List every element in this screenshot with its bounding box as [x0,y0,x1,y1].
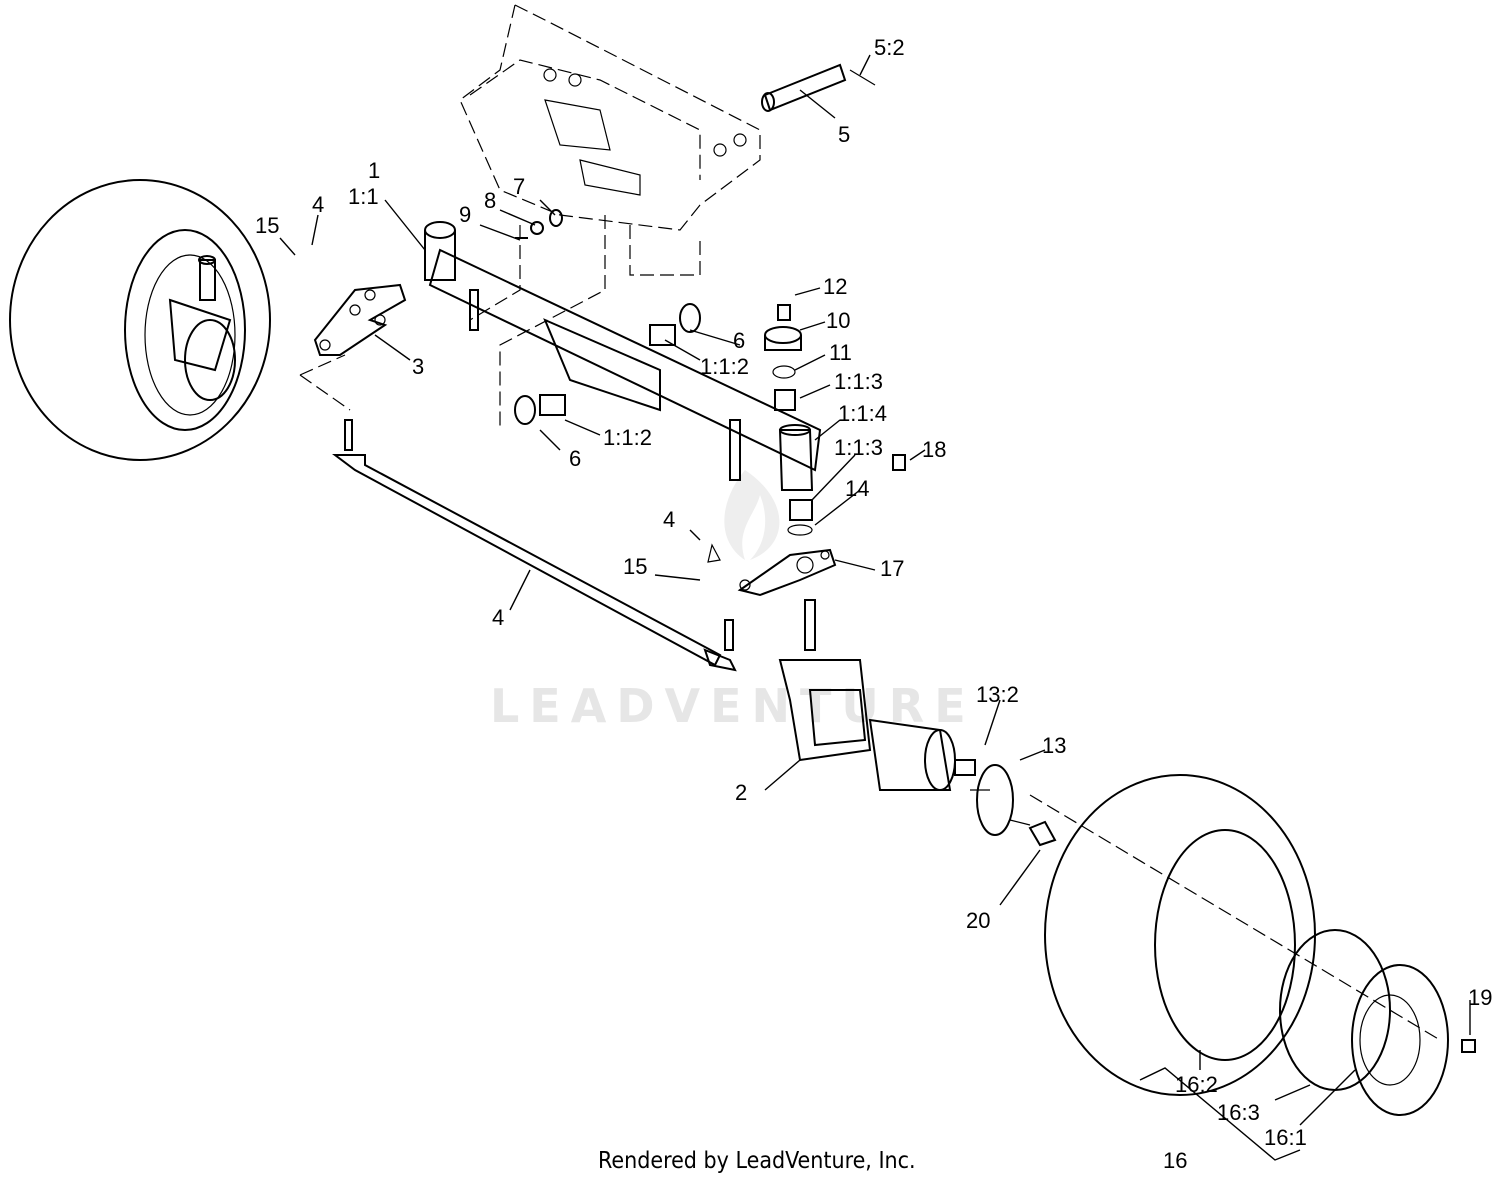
front-axle [424,221,822,481]
watermark: LEADVENTURE [490,470,976,733]
callout-13: 13 [1042,733,1066,758]
tie-rod [332,419,737,672]
small-parts [514,209,906,536]
callout-1-1-4: 1:1:4 [838,401,887,426]
callout-5-2: 5:2 [874,35,905,60]
callout-20: 20 [966,908,990,933]
callout-1-1-2-lower: 1:1:2 [603,425,652,450]
right-wheel [1029,774,1476,1116]
callout-8: 8 [484,188,496,213]
callout-12: 12 [823,274,847,299]
callout-4-left: 4 [312,192,324,217]
left-steering-arm [299,283,407,411]
left-wheel [9,179,271,461]
callout-13-2: 13:2 [976,682,1019,707]
right-steering-arm [707,543,837,597]
frame [459,4,761,430]
leader-lines [279,54,1471,1161]
pivot-pin [761,63,876,112]
callout-17: 17 [880,556,904,581]
watermark-text: LEADVENTURE [490,679,976,733]
callout-5: 5 [838,122,850,147]
callout-4-tie-rod: 4 [492,605,504,630]
callout-9: 9 [459,202,471,227]
callout-15-left: 15 [255,213,279,238]
callout-2: 2 [735,780,747,805]
callout-1-1-3-lower: 1:1:3 [834,435,883,460]
callout-1: 1 [368,158,380,183]
wheel-hub [970,764,1057,847]
callout-1-1: 1:1 [348,184,379,209]
callout-15-right: 15 [623,554,647,579]
callout-16-2: 16:2 [1175,1072,1218,1097]
spindle [778,599,872,762]
callout-labels: 1 1:1 1:1:2 1:1:2 1:1:3 1:1:3 1:1:4 2 3 … [255,35,1492,1173]
footer-credit: Rendered by LeadVenture, Inc. [598,1148,916,1174]
callout-19: 19 [1468,985,1492,1010]
callout-7: 7 [513,174,525,199]
callout-6-lower: 6 [569,446,581,471]
callout-14: 14 [845,476,869,501]
callout-16-1: 16:1 [1264,1125,1307,1150]
callout-16: 16 [1163,1148,1187,1173]
callout-10: 10 [826,308,850,333]
callout-4-right: 4 [663,507,675,532]
callout-6-upper: 6 [733,328,745,353]
callout-1-1-3-upper: 1:1:3 [834,369,883,394]
callout-18: 18 [922,437,946,462]
callout-16-3: 16:3 [1217,1100,1260,1125]
callout-11: 11 [829,340,852,365]
callout-3: 3 [412,354,424,379]
wheel-motor [868,718,976,791]
callout-1-1-2-upper: 1:1:2 [700,354,749,379]
